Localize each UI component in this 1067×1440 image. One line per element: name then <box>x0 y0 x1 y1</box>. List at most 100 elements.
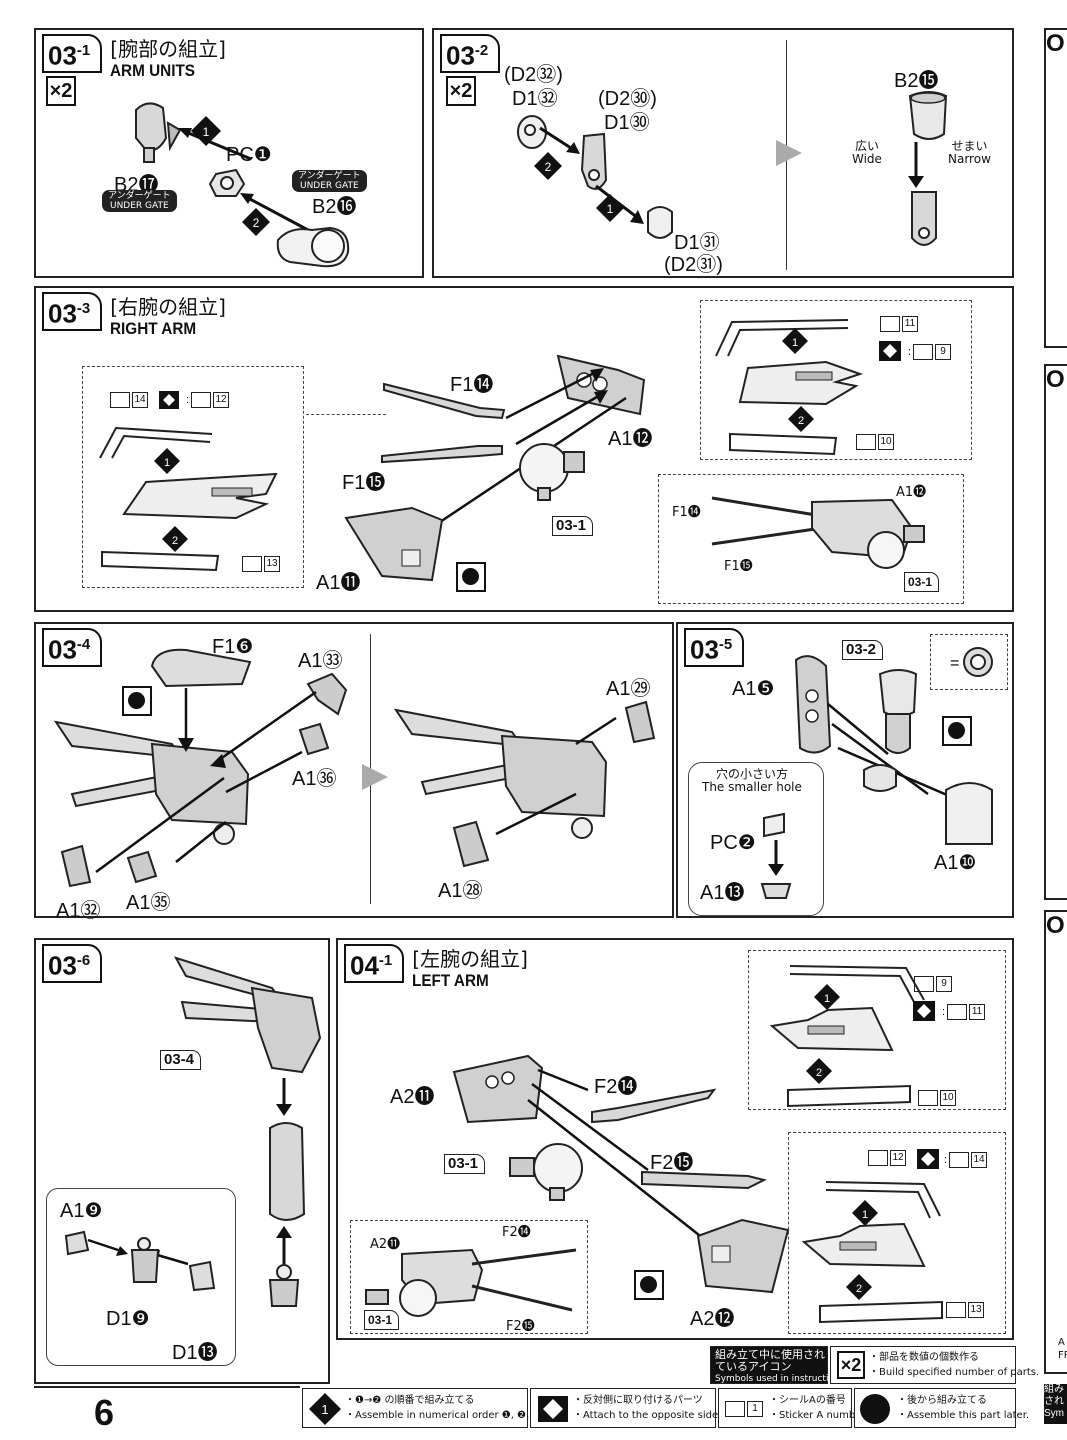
number-1-icon: 1 <box>852 1200 878 1226</box>
next-arrow-icon <box>776 140 802 166</box>
attach-arrows <box>495 716 617 836</box>
step-03-6-panel: 03-6 03-4 A1❾ D1❾ D1⓭ <box>34 938 330 1384</box>
part-a1-13 <box>760 883 792 899</box>
inset-label-f2-14: F2⓮ <box>502 1225 531 1240</box>
next-page-label-4: AFR <box>1058 1337 1067 1361</box>
blade-f2-15 <box>641 1170 767 1190</box>
arrow-insert <box>908 142 924 188</box>
next-page-frame-1 <box>1044 28 1067 348</box>
legend-opposite-jp: ・反対側に取り付けるパーツ <box>573 1395 703 1406</box>
label-d1-9: D1❾ <box>106 1308 150 1330</box>
step-03-3-header: 03-3 [右腕の組立] RIGHT ARM <box>42 292 226 339</box>
inset-label-f2-15: F2⓯ <box>506 1319 535 1334</box>
label-a1-5: A1❺ <box>732 678 775 700</box>
opposite-side-icon <box>917 1149 939 1169</box>
label-a1-11: A1⓫ <box>316 572 361 594</box>
number-1-icon: 1 <box>782 328 808 354</box>
assemble-later-icon <box>942 716 972 746</box>
number-2-icon: 2 <box>788 406 814 432</box>
assemble-later-icon <box>456 562 486 592</box>
step-number: 03-5 <box>684 628 745 667</box>
svg-text:1: 1 <box>203 125 210 139</box>
label-a1-28: A1㉘ <box>438 880 483 902</box>
part-a1-32 <box>60 844 92 888</box>
sticker-shape-top-2 <box>825 1181 941 1219</box>
sticker-11: 11 <box>880 316 918 332</box>
legend-opposite: ・反対側に取り付けるパーツ ・Attach to the opposite si… <box>530 1388 721 1428</box>
svg-text:1: 1 <box>164 457 170 469</box>
label-d1-30: D1㉚ <box>604 112 650 134</box>
step-title-jp: [右腕の組立] <box>110 295 226 319</box>
opposite-side-icon <box>538 1396 568 1422</box>
step-number: 04-1 <box>344 944 405 983</box>
label-pc1: PC❶ <box>226 144 272 166</box>
number-1-icon: 1 <box>814 984 840 1010</box>
legend-order: 1 ・❶→❷ の順番で組み立てる ・Assemble in numerical … <box>302 1388 536 1428</box>
legend-sticker-jp: ・シールAの番号 <box>769 1395 846 1406</box>
assembled-arm-inset <box>365 1248 577 1317</box>
part-a1-33 <box>306 672 348 716</box>
number-2-icon: 2 <box>242 208 270 236</box>
legend-x2-jp: ・部品を数値の個数作る <box>869 1352 979 1363</box>
step-03-6-header: 03-6 <box>42 944 103 983</box>
legend-x2-en: ・Build specified number of parts. <box>869 1367 1040 1378</box>
page-number: 6 <box>94 1392 115 1433</box>
label-f1-14: F1⓮ <box>450 374 494 396</box>
pc-part <box>208 168 246 197</box>
step-number: 03-1 <box>42 34 103 73</box>
label-a1-35: A1㉟ <box>126 892 171 914</box>
svg-text:2: 2 <box>856 1283 862 1295</box>
arrow-step-1 <box>178 128 252 161</box>
sticker-shape-top <box>715 319 849 357</box>
svg-text:2: 2 <box>545 160 552 174</box>
shoulder-joint <box>519 443 585 501</box>
part-a1-9 <box>64 1230 90 1256</box>
sticker-9: :9 <box>908 344 952 360</box>
cap-part-b2-15 <box>908 91 948 140</box>
forearm-part <box>269 1122 306 1221</box>
next-page-frame-3 <box>1044 910 1067 1374</box>
sticker-inset-right <box>700 300 972 460</box>
legend-later-jp: ・後から組み立てる <box>897 1395 987 1406</box>
sticker-icon: 1 <box>725 1401 763 1417</box>
callout-bubble <box>688 762 824 916</box>
hand-part <box>268 1264 300 1307</box>
sticker-shape-bottom <box>729 432 838 456</box>
svg-text:1: 1 <box>321 1402 328 1417</box>
label-d2-31: (D2㉛) <box>664 254 723 276</box>
part-a1-10 <box>945 782 993 845</box>
reference-03-1: 03-1 <box>444 1154 486 1174</box>
footer-rule <box>34 1386 300 1388</box>
reference-03-2: 03-2 <box>842 640 884 660</box>
step-title-en: LEFT ARM <box>412 971 490 990</box>
inset-reference-03-1: 03-1 <box>364 1310 400 1330</box>
part-a1-35 <box>126 850 158 884</box>
sticker-9: 9 <box>914 976 952 992</box>
assemble-later-icon <box>860 1394 890 1424</box>
label-a1-29: A1㉙ <box>606 678 651 700</box>
step-03-4-header: 03-4 <box>42 628 103 667</box>
pc2-part <box>763 812 785 838</box>
inset-label-f1-14: F1⓮ <box>672 505 701 520</box>
label-b2-16: B2⓰ <box>312 196 357 218</box>
legend-sticker-en: ・Sticker A number <box>769 1410 866 1421</box>
number-2-icon: 2 <box>806 1058 832 1084</box>
legend-order-en: ・Assemble in numerical order ❶, ❷... <box>345 1410 536 1421</box>
hole-detail-icon: = <box>950 647 993 677</box>
sticker-inset-lower <box>788 1132 1006 1334</box>
weapon-part-inset-upper <box>769 1006 894 1052</box>
arrow-step-2 <box>539 126 580 154</box>
label-a1-10: A1❿ <box>934 852 977 874</box>
next-arrow-icon <box>362 764 388 790</box>
step-03-3-panel: 03-3 [右腕の組立] RIGHT ARM 14 :12 1 2 13 F1⓮… <box>34 286 1014 612</box>
label-a1-9: A1❾ <box>60 1200 103 1222</box>
label-b2-15: B2⓯ <box>894 70 939 92</box>
assembly-arrows <box>527 1068 719 1251</box>
svg-text:2: 2 <box>253 216 260 230</box>
label-d1-31: D1㉛ <box>674 232 720 254</box>
number-1-icon: 1 <box>596 194 624 222</box>
hand-detail-bubble <box>46 1188 236 1366</box>
